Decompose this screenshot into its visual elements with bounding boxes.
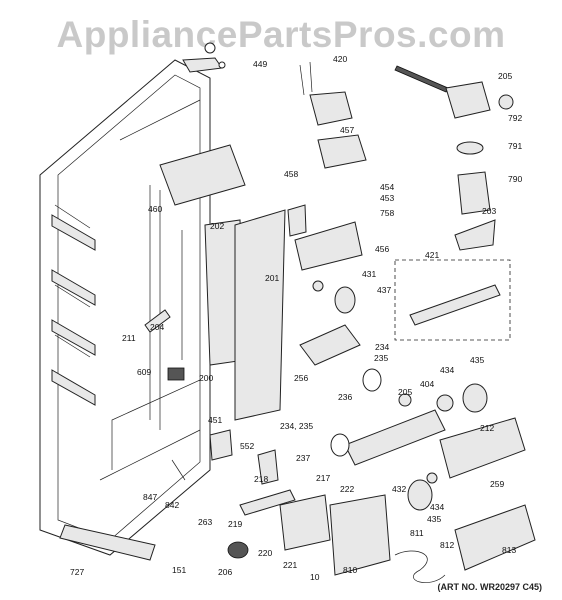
callout-label: 234 (375, 342, 389, 352)
part-259-housing (439, 417, 526, 479)
callout-label: 421 (425, 250, 439, 260)
part-204-screw (144, 309, 171, 333)
callout-label: 810 (343, 565, 357, 575)
callout-label: 220 (258, 548, 272, 558)
callout-label: 453 (380, 193, 394, 203)
part-420-damper (299, 61, 353, 126)
part-205-plug-2 (398, 393, 412, 407)
part-456-housing (294, 221, 363, 271)
part-218-hinge (257, 449, 279, 485)
callout-label: 434 (430, 502, 444, 512)
part-458-bracket (287, 204, 307, 237)
callout-label: 234, 235 (280, 421, 313, 431)
callout-label: 437 (377, 285, 391, 295)
callout-label: 791 (508, 141, 522, 151)
callout-label: 205 (498, 71, 512, 81)
callout-label: 434 (440, 365, 454, 375)
callout-label: 201 (265, 273, 279, 283)
callout-label: 813 (502, 545, 516, 555)
callout-label: 451 (208, 415, 222, 425)
part-451-bracket (209, 429, 233, 461)
part-434-socket (436, 394, 454, 412)
callout-label: 256 (294, 373, 308, 383)
part-237-lens (330, 433, 350, 457)
callout-label: 449 (253, 59, 267, 69)
callout-label: 847 (143, 492, 157, 502)
callout-label: 790 (508, 174, 522, 184)
callout-label: 727 (70, 567, 84, 577)
part-609-switch (167, 367, 185, 381)
part-256-cover (299, 324, 361, 366)
callout-label: 236 (338, 392, 352, 402)
part-421-dashed-box (394, 259, 511, 341)
callout-label: 235 (374, 353, 388, 363)
part-790-filter (457, 171, 491, 215)
callout-label: 219 (228, 519, 242, 529)
part-421-light-bar (409, 284, 501, 326)
part-847-spring (171, 459, 186, 481)
callout-label: 432 (392, 484, 406, 494)
part-205-plug (498, 94, 514, 110)
callout-label: 211 (122, 333, 136, 343)
callout-label: 200 (199, 373, 213, 383)
part-457-plate (317, 134, 367, 169)
part-219-arm (239, 489, 296, 516)
part-404-light-cover (344, 409, 446, 466)
callout-label: 263 (198, 517, 212, 527)
part-221-bracket (279, 494, 331, 551)
callout-label: 259 (490, 479, 504, 489)
callout-label: 758 (380, 208, 394, 218)
part-236-lens (362, 368, 382, 392)
callout-label: 457 (340, 125, 354, 135)
callout-label: 552 (240, 441, 254, 451)
callout-label: 420 (333, 54, 347, 64)
callout-label: 204 (150, 322, 164, 332)
callout-label: 222 (340, 484, 354, 494)
callout-label: 456 (375, 244, 389, 254)
callout-label: 206 (218, 567, 232, 577)
part-434-socket-2 (426, 472, 438, 484)
callout-label: 217 (316, 473, 330, 483)
callout-label: 792 (508, 113, 522, 123)
callout-label: 404 (420, 379, 434, 389)
part-727-trim (59, 524, 156, 561)
callout-label: 460 (148, 204, 162, 214)
part-435-bulb-2 (407, 479, 433, 511)
part-810-harness (329, 494, 391, 576)
fresh-food-liner (39, 42, 226, 556)
art-number: (ART NO. WR20297 C45) (437, 582, 542, 592)
callout-label: 431 (362, 269, 376, 279)
part-200-panel (234, 209, 286, 421)
part-437-bulb (334, 286, 356, 314)
part-206-knob (227, 541, 249, 559)
callout-label: 435 (427, 514, 441, 524)
callout-label: 812 (440, 540, 454, 550)
callout-label: 842 (165, 500, 179, 510)
watermark: AppliancePartsPros.com (56, 14, 506, 55)
callout-label: 458 (284, 169, 298, 179)
callout-label: 205 (398, 387, 412, 397)
callout-label: 221 (283, 560, 297, 570)
callout-label: 435 (470, 355, 484, 365)
part-813-cover (454, 504, 536, 571)
callout-label: 212 (480, 423, 494, 433)
callout-label: 218 (254, 474, 268, 484)
part-203-cover (454, 219, 496, 251)
part-rod-790 (394, 65, 491, 119)
callout-label: 237 (296, 453, 310, 463)
callout-label: 203 (482, 206, 496, 216)
callout-label: 202 (210, 221, 224, 231)
callout-label: 454 (380, 182, 394, 192)
part-460-housing (159, 144, 246, 206)
part-812-wire (394, 550, 446, 583)
part-431-socket (312, 280, 324, 292)
part-791-cap (456, 141, 484, 155)
callout-label: 811 (410, 528, 424, 538)
callout-label: 609 (137, 367, 151, 377)
callout-label: 151 (172, 565, 186, 575)
part-435-bulb (462, 383, 488, 413)
callout-label: 10 (310, 572, 320, 582)
